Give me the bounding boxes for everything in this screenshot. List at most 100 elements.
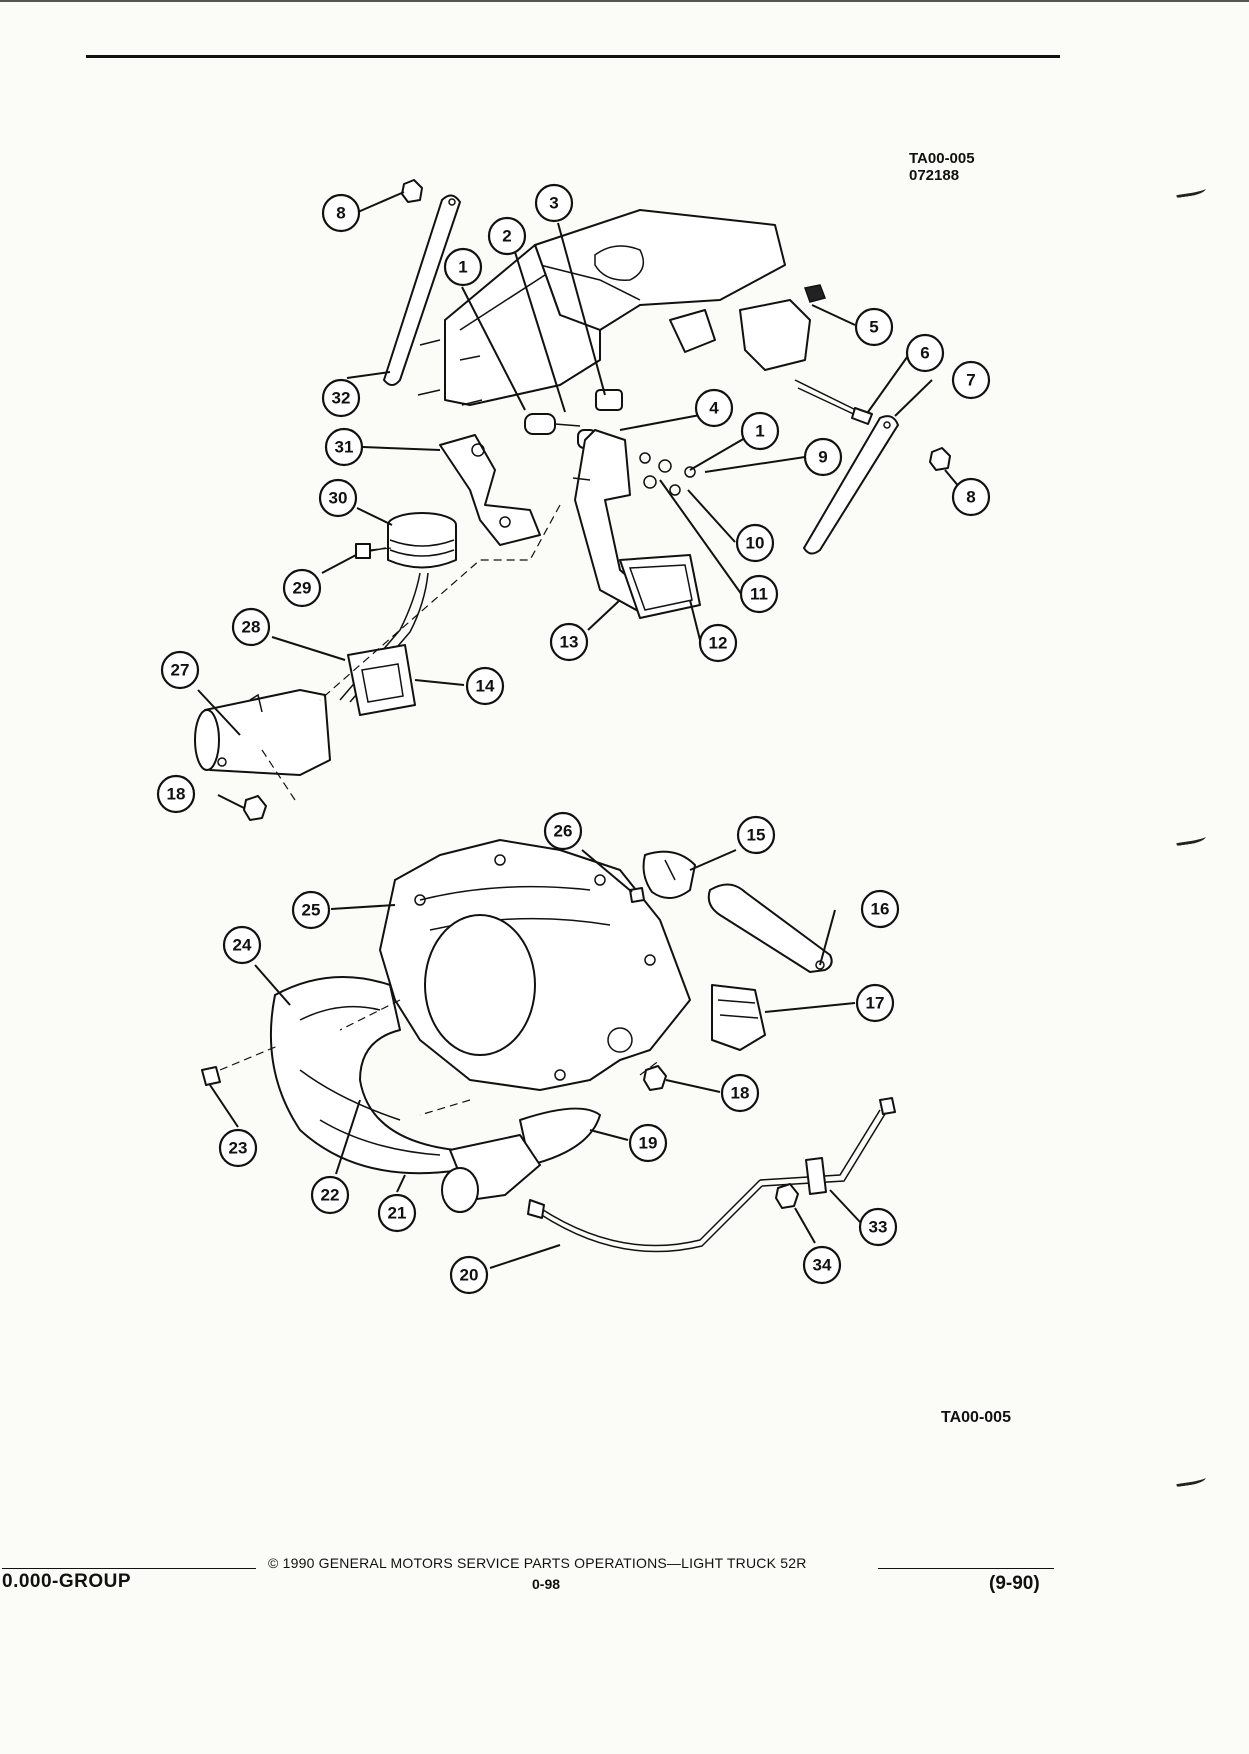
footer-group: 0.000-GROUP	[2, 1571, 132, 1592]
callout-8-right: 8	[951, 477, 991, 517]
callout-4: 4	[694, 388, 734, 428]
brace-rod-left	[383, 194, 461, 386]
callout-21: 21	[377, 1193, 417, 1233]
svg-text:30: 30	[329, 489, 348, 508]
pedal-bracket-housing	[417, 209, 826, 406]
hydraulic-line-33	[759, 1097, 896, 1195]
callout-23: 23	[218, 1128, 258, 1168]
svg-text:9: 9	[818, 448, 827, 467]
reservoir	[339, 512, 457, 703]
hydraulic-line-20	[527, 1179, 763, 1253]
svg-text:26: 26	[554, 822, 573, 841]
callout-2: 2	[487, 216, 527, 256]
svg-text:19: 19	[639, 1134, 658, 1153]
footer-page-number: 0-98	[532, 1576, 561, 1592]
svg-text:14: 14	[476, 677, 495, 696]
release-fork	[707, 883, 833, 973]
svg-text:22: 22	[321, 1186, 340, 1205]
svg-text:8: 8	[966, 488, 975, 507]
figure-id-header: TA00-005 072188	[909, 150, 975, 184]
svg-text:15: 15	[747, 826, 766, 845]
callout-24: 24	[222, 925, 262, 965]
bell-housing	[379, 839, 691, 1091]
svg-text:1: 1	[755, 422, 764, 441]
callout-9: 9	[803, 437, 843, 477]
callout-18-lower: 18	[720, 1073, 760, 1113]
callout-6: 6	[905, 333, 945, 373]
callout-20: 20	[449, 1255, 489, 1295]
footer-rule-right	[878, 1568, 1054, 1569]
callout-29: 29	[282, 568, 322, 608]
nut-8-top	[401, 179, 423, 203]
svg-text:16: 16	[871, 900, 890, 919]
callout-22: 22	[310, 1175, 350, 1215]
svg-text:23: 23	[229, 1139, 248, 1158]
callout-12: 12	[698, 623, 738, 663]
callout-13: 13	[549, 622, 589, 662]
svg-text:3: 3	[549, 194, 558, 213]
svg-text:29: 29	[293, 579, 312, 598]
pedal-pad	[619, 554, 701, 619]
nut-18-upper	[243, 795, 267, 821]
lower-guide-lines	[339, 999, 661, 1116]
dust-shield	[269, 976, 461, 1175]
header-rule	[86, 55, 1060, 58]
footer-rule-left	[2, 1568, 256, 1569]
nut-8-right	[929, 447, 951, 471]
callout-19: 19	[628, 1123, 668, 1163]
svg-text:20: 20	[460, 1266, 479, 1285]
svg-text:28: 28	[242, 618, 261, 637]
master-cylinder	[194, 689, 331, 776]
svg-text:8: 8	[336, 204, 345, 223]
callout-25: 25	[291, 890, 331, 930]
svg-text:5: 5	[869, 318, 878, 337]
callout-11: 11	[739, 574, 779, 614]
svg-text:13: 13	[560, 633, 579, 652]
master-cylinder-bracket	[439, 434, 541, 546]
upper-guide-lines	[261, 504, 561, 801]
callout-1b: 1	[740, 411, 780, 451]
svg-text:34: 34	[813, 1256, 832, 1275]
callout-16: 16	[860, 889, 900, 929]
bolt-26	[629, 887, 645, 903]
fork-boot-17	[711, 984, 766, 1051]
svg-text:6: 6	[920, 344, 929, 363]
brace-rod-right	[803, 415, 899, 555]
svg-text:33: 33	[869, 1218, 888, 1237]
callout-18-upper: 18	[156, 774, 196, 814]
callout-8-top: 8	[321, 193, 361, 233]
callout-1a: 1	[443, 247, 483, 287]
callout-34: 34	[802, 1245, 842, 1285]
footer-copyright: © 1990 GENERAL MOTORS SERVICE PARTS OPER…	[268, 1555, 807, 1571]
gasket-14	[347, 644, 416, 716]
leader-lines	[197, 191, 961, 1269]
callout-17: 17	[855, 983, 895, 1023]
svg-text:18: 18	[167, 785, 186, 804]
callout-30: 30	[318, 478, 358, 518]
callout-27: 27	[160, 650, 200, 690]
footer-revision-date: (9-90)	[989, 1573, 1040, 1594]
svg-text:24: 24	[233, 936, 252, 955]
page-top-edge	[0, 0, 1249, 2]
svg-text:11: 11	[750, 585, 768, 604]
reservoir-screw	[355, 543, 387, 559]
figure-id: TA00-005	[909, 150, 975, 167]
callout-7: 7	[951, 360, 991, 400]
bolt-23	[201, 1044, 281, 1086]
svg-text:32: 32	[332, 389, 351, 408]
callout-32: 32	[321, 378, 361, 418]
callout-31: 31	[324, 427, 364, 467]
nut-18-lower	[643, 1065, 667, 1091]
svg-text:18: 18	[731, 1084, 750, 1103]
pivot-ball-15	[642, 850, 696, 899]
svg-text:27: 27	[171, 661, 190, 680]
svg-text:31: 31	[335, 438, 354, 457]
callout-26: 26	[543, 811, 583, 851]
svg-text:7: 7	[966, 371, 975, 390]
callout-15: 15	[736, 815, 776, 855]
svg-text:2: 2	[502, 227, 511, 246]
svg-text:17: 17	[866, 994, 885, 1013]
svg-text:12: 12	[709, 634, 728, 653]
